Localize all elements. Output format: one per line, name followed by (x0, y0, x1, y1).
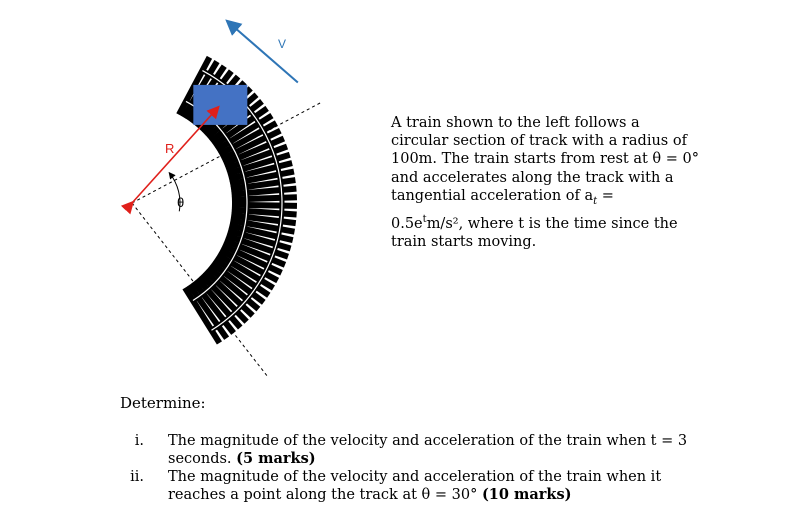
track-tie (229, 217, 296, 235)
question-1-marks: (5 marks) (236, 450, 316, 467)
track-tie (226, 151, 291, 177)
problem-line-3: 100m. The train starts from rest at θ = … (391, 151, 699, 168)
track-tie (228, 160, 293, 182)
question-number-2: ii. (130, 469, 144, 485)
track-tie (228, 222, 294, 244)
track-tie (186, 283, 230, 340)
problem-line-5: tangential acceleration of at = (391, 187, 681, 211)
problem-line-4: and accelerates along the track with a (391, 169, 674, 186)
track-tie (225, 232, 289, 260)
question-2-marks: (10 marks) (481, 486, 572, 503)
track-tie (231, 194, 298, 203)
track-tie (215, 113, 274, 153)
track-tie (195, 276, 243, 330)
track-tie (229, 168, 295, 187)
track-tie (216, 251, 275, 291)
track-tie (223, 237, 287, 268)
velocity-label: V (278, 37, 286, 51)
track-tie (230, 177, 296, 193)
track-tie (222, 135, 286, 167)
theta-label: θ (177, 195, 184, 210)
accel-subscript: t (593, 195, 598, 207)
question-1-text: seconds. (168, 451, 237, 467)
track-tie (206, 264, 261, 312)
accel-equals: = (597, 187, 614, 204)
problem-line-6: 0.5etm/s², where t is the time since the (391, 211, 681, 233)
question-2-line-2: reaches a point along the track at θ = 3… (168, 486, 571, 504)
track-tie (230, 212, 297, 227)
track-tie (210, 260, 266, 305)
track-tie (218, 247, 280, 284)
track-tie (203, 269, 255, 318)
question-2-text: reaches a point along the track at θ = 3… (168, 487, 482, 503)
problem-statement: A train shown to the left follows a circ… (391, 114, 699, 251)
accel-value: 0.5e (391, 215, 423, 232)
track-tie (213, 256, 271, 298)
accel-units: m/s², where t is the time since the (426, 215, 678, 232)
radius-label: R (165, 141, 174, 156)
track-tie (182, 286, 222, 345)
question-2-line-1: The magnitude of the velocity and accele… (168, 469, 662, 485)
track-tie (191, 279, 236, 335)
track-tie (231, 206, 297, 218)
track-tie (224, 143, 289, 172)
track-tie (231, 185, 297, 198)
question-1-line-1: The magnitude of the velocity and accele… (168, 433, 688, 449)
track-tie (199, 272, 249, 324)
track-tie (220, 127, 282, 162)
question-number-1: i. (134, 433, 144, 449)
problem-line-1: A train shown to the left follows a (391, 115, 640, 131)
problem-line-7: train starts moving. (391, 233, 537, 250)
angle-arc (168, 171, 181, 212)
accel-text: tangential acceleration of a (391, 187, 594, 204)
track-tie (227, 227, 292, 252)
track-tie (218, 120, 278, 158)
velocity-arrow (225, 19, 299, 84)
track-tie (231, 201, 298, 209)
radius-arrow (120, 105, 220, 215)
track-tie (212, 105, 269, 149)
accel-exponent: t (422, 213, 427, 225)
question-1-line-2: seconds. (5 marks) (168, 450, 316, 468)
determine-label: Determine: (120, 394, 206, 412)
problem-line-2: circular section of track with a radius … (391, 133, 687, 150)
track-tie (221, 242, 283, 276)
